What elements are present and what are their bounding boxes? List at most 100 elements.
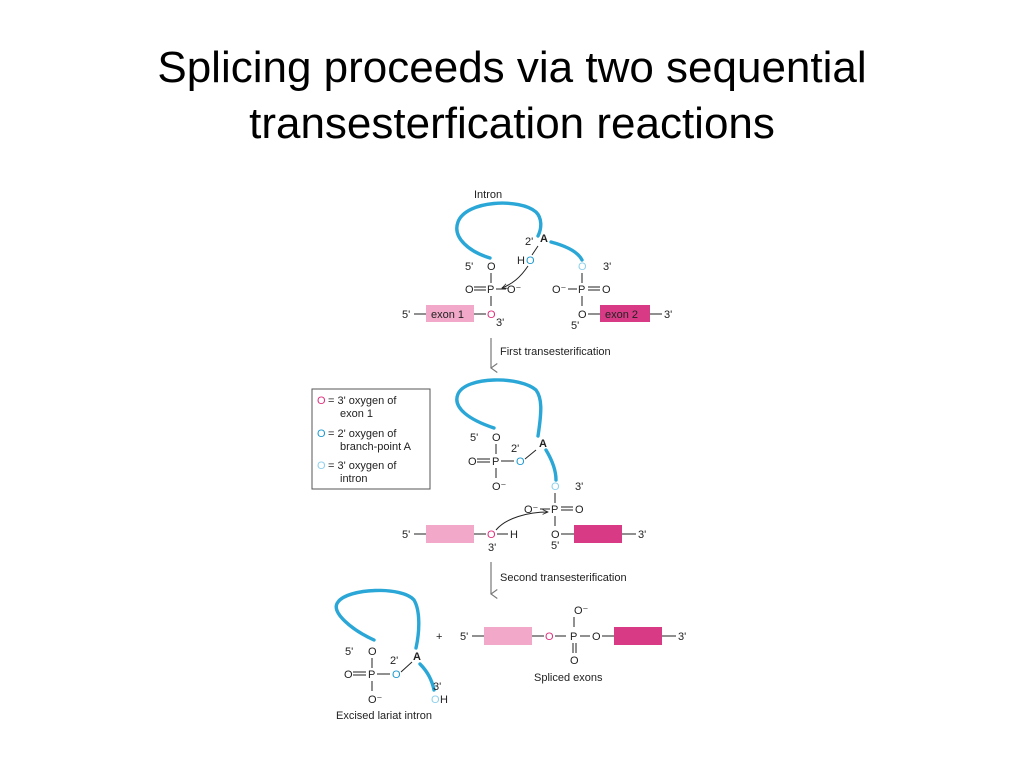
- three-prime-exon1-stage1: 3': [496, 317, 504, 329]
- branch-oxygen-stage3: O: [392, 669, 401, 681]
- five-prime-stage2: 5': [470, 432, 478, 444]
- intron-oxygen-stage3: O: [431, 694, 440, 706]
- legend-text-exon1-1: = 3' oxygen of: [328, 395, 397, 407]
- two-prime-stage3: 2': [390, 655, 398, 667]
- three-prime-spliced: 3': [678, 631, 686, 643]
- three-prime-stage3: 3': [433, 681, 441, 693]
- five-prime-exon2-stage2: 5': [551, 540, 559, 552]
- second-step-label: Second transesterification: [500, 572, 627, 584]
- plus-sign: +: [436, 631, 442, 643]
- bond: [400, 661, 413, 673]
- o-top-stage3: O: [368, 646, 377, 658]
- legend-text-intron-1: = 3' oxygen of: [328, 460, 397, 472]
- exon2-box-stage2: [574, 525, 622, 543]
- o-double-bottom-spliced: O: [570, 655, 579, 667]
- five-prime-exon1-stage1: 5': [402, 309, 410, 321]
- legend: O = 3' oxygen of exon 1 O = 2' oxygen of…: [311, 388, 431, 490]
- intron-tail-stage2: [544, 448, 558, 482]
- branch-a-stage3: A: [413, 651, 421, 663]
- o-exon2-spliced: O: [592, 631, 601, 643]
- o-minus-stage3: O⁻: [368, 694, 383, 706]
- o-top-left-stage1: O: [487, 261, 496, 273]
- o-exon2-stage1: O: [578, 309, 587, 321]
- h-stage2: H: [510, 529, 518, 541]
- o-minus-top-spliced: O⁻: [574, 605, 589, 617]
- branch-oxygen-stage1: O: [526, 255, 535, 267]
- o-minus-right-stage1: O⁻: [552, 284, 567, 296]
- two-prime-stage2: 2': [511, 443, 519, 455]
- legend-text-branch-2: branch-point A: [340, 441, 412, 453]
- stage-2: A 5' O O P 2' O O⁻ O 3' O⁻ P O 5' O H 3: [402, 378, 646, 554]
- o-double-right-stage1: O: [602, 284, 611, 296]
- lariat-tail: [418, 662, 436, 692]
- three-prime-exon2-stage2: 3': [638, 529, 646, 541]
- intron-oxygen-stage2: O: [551, 481, 560, 493]
- slide-title: Splicing proceeds via two sequential tra…: [0, 40, 1024, 152]
- bond-a-oh: [531, 245, 539, 256]
- five-prime-left-stage1: 5': [465, 261, 473, 273]
- lariat-loop: [334, 588, 421, 650]
- exon1-box-stage2: [426, 525, 474, 543]
- exon2-box-spliced: [614, 627, 662, 645]
- first-step-label: First transesterification: [500, 346, 611, 358]
- p-left-stage1: P: [487, 284, 494, 296]
- exon1-box-stage1: [426, 305, 474, 322]
- o-double-right-stage2: O: [575, 504, 584, 516]
- three-prime-exon2-stage1: 3': [664, 309, 672, 321]
- p-stage3: P: [368, 669, 375, 681]
- o-double-left-stage1: O: [465, 284, 474, 296]
- legend-box: [311, 388, 431, 490]
- spliced-exons-label: Spliced exons: [534, 672, 603, 684]
- intron-loop-stage2: [455, 378, 543, 438]
- o-minus-left-stage1: O⁻: [507, 284, 522, 296]
- stage-1: Intron A 2' H O 5' O O P O⁻ 5' exon 1 O …: [402, 189, 672, 332]
- branch-a-stage1: A: [540, 233, 548, 245]
- exon1-oxygen-stage1: O: [487, 309, 496, 321]
- legend-symbol-intron: O: [317, 460, 326, 472]
- legend-text-branch-1: = 2' oxygen of: [328, 428, 397, 440]
- two-prime-stage1: 2': [525, 236, 533, 248]
- p-stage2: P: [492, 456, 499, 468]
- o-minus-stage2: O⁻: [492, 481, 507, 493]
- legend-symbol-exon1: O: [317, 395, 326, 407]
- intron-loop-stage1: [455, 201, 543, 260]
- attack-arrow-stage2: [495, 512, 548, 531]
- o-exon2-stage2: O: [551, 529, 560, 541]
- legend-symbol-branch: O: [317, 428, 326, 440]
- o-top-stage2: O: [492, 432, 501, 444]
- title-line-2: transesterfication reactions: [249, 99, 775, 148]
- exon1-box-spliced: [484, 627, 532, 645]
- five-prime-spliced: 5': [460, 631, 468, 643]
- h-stage1: H: [517, 255, 525, 267]
- attack-arrow-stage1: [502, 265, 529, 288]
- three-prime-stage2: 3': [575, 481, 583, 493]
- three-prime-right-stage1: 3': [603, 261, 611, 273]
- p-right-stage2: P: [551, 504, 558, 516]
- five-prime-exon1-stage2: 5': [402, 529, 410, 541]
- p-spliced: P: [570, 631, 577, 643]
- legend-text-exon1-2: exon 1: [340, 408, 373, 420]
- exon1-oxygen-stage2: O: [487, 529, 496, 541]
- intron-label: Intron: [474, 189, 502, 201]
- spliced-exons: O⁻ 5' O P O 3' O Spliced exons: [460, 605, 686, 684]
- exon1-oxygen-spliced: O: [545, 631, 554, 643]
- exon1-label: exon 1: [431, 309, 464, 321]
- five-prime-exon2-stage1: 5': [571, 320, 579, 332]
- bond: [524, 449, 537, 460]
- intron-tail-stage1: [549, 240, 584, 262]
- title-line-1: Splicing proceeds via two sequential: [157, 43, 867, 92]
- five-prime-stage3: 5': [345, 646, 353, 658]
- p-right-stage1: P: [578, 284, 585, 296]
- excised-lariat-label: Excised lariat intron: [336, 710, 432, 722]
- exon2-box-stage1: [600, 305, 650, 322]
- h-stage3: H: [440, 694, 448, 706]
- branch-a-stage2: A: [539, 438, 547, 450]
- legend-text-intron-2: intron: [340, 473, 368, 485]
- o-double-stage2: O: [468, 456, 477, 468]
- branch-oxygen-stage2: O: [516, 456, 525, 468]
- three-prime-exon1-stage2: 3': [488, 542, 496, 554]
- stage-3-lariat: A 5' O O P 2' O O⁻ 3' O H Excised lariat…: [334, 588, 448, 722]
- o-double-stage3: O: [344, 669, 353, 681]
- intron-oxygen-stage1: O: [578, 261, 587, 273]
